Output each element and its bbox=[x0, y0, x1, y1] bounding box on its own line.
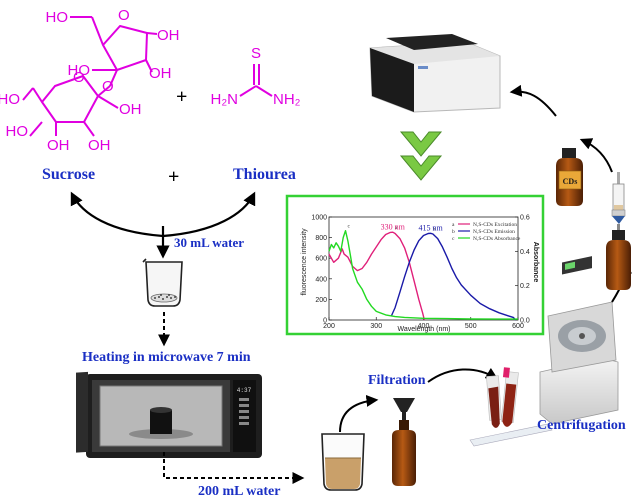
y2-tick-label: 0.2 bbox=[520, 283, 530, 290]
x-tick-label: 400 bbox=[418, 323, 430, 330]
centrifuge-machine bbox=[539, 256, 619, 425]
dashed-arrow-right bbox=[163, 452, 305, 484]
x-tick-label: 200 bbox=[323, 323, 335, 330]
series-line-c bbox=[328, 229, 518, 320]
x-tick-label: 500 bbox=[465, 323, 477, 330]
arrow-to-filtration bbox=[339, 394, 379, 433]
arrow-to-centrifuge bbox=[427, 367, 499, 383]
series-line-b bbox=[390, 232, 517, 321]
thiourea-group: S bbox=[251, 45, 261, 62]
bottle-after-filter bbox=[606, 230, 631, 290]
chart-annotations: 330 nm 415 nm bbox=[381, 222, 444, 232]
sucrose-group: OH bbox=[88, 137, 111, 154]
y-tick-label: 800 bbox=[315, 235, 327, 242]
sucrose-group: O bbox=[102, 78, 114, 95]
merge-arrows bbox=[70, 191, 256, 259]
microwave-oven: 4:37 bbox=[76, 371, 262, 458]
y-tick-label: 200 bbox=[315, 297, 327, 304]
sucrose-label: Sucrose bbox=[42, 166, 96, 183]
plus-sign: + bbox=[168, 166, 180, 188]
chart-legend: a N,S-CDs Excitation b N,S-CDs Emission c N,S… bbox=[452, 222, 521, 242]
centrifuge-tubes bbox=[469, 367, 553, 447]
y-tick-label: 600 bbox=[315, 256, 327, 263]
peak-label: 330 nm bbox=[381, 222, 406, 231]
sucrose-group: OH bbox=[47, 137, 70, 154]
legend-entry: N,S-CDs Absorbance bbox=[473, 236, 521, 242]
spectrometer bbox=[369, 34, 501, 113]
beaker-small bbox=[142, 258, 183, 307]
sucrose-group: HO bbox=[46, 9, 69, 26]
cds-bottle-label: CDs bbox=[563, 177, 578, 186]
double-chevron-down-icon bbox=[399, 131, 443, 181]
thiourea-label: Thiourea bbox=[233, 166, 296, 183]
series-key-a: a bbox=[395, 225, 398, 231]
legend-entry: N,S-CDs Excitation bbox=[473, 222, 517, 228]
filtration-label: Filtration bbox=[368, 373, 426, 388]
heating-label: Heating in microwave 7 min bbox=[82, 350, 251, 365]
legend-key: b bbox=[452, 229, 455, 235]
filtration-bottle bbox=[392, 398, 416, 486]
sucrose-group: HO bbox=[0, 91, 20, 108]
y2-tick-label: 0.0 bbox=[520, 318, 530, 325]
thiourea-structure: S H₂N NH₂ bbox=[211, 45, 301, 108]
cds-bottle: CDs bbox=[556, 148, 583, 206]
chart-frame bbox=[285, 194, 545, 336]
arrow-to-cds-bottle bbox=[579, 138, 613, 173]
sucrose-group: OH bbox=[157, 27, 180, 44]
x-tick-label: 300 bbox=[370, 323, 382, 330]
thiourea-group: H₂N bbox=[211, 91, 239, 108]
water-200ml-label: 200 mL water bbox=[198, 484, 281, 499]
sucrose-group: HO bbox=[6, 123, 29, 140]
series-line-a bbox=[328, 231, 426, 321]
y2-tick-label: 0.6 bbox=[520, 215, 530, 222]
microwave-display: 4:37 bbox=[237, 387, 252, 394]
beaker-large bbox=[321, 433, 365, 491]
peak-label: 415 nm bbox=[418, 223, 443, 232]
series-key-c: c bbox=[348, 224, 351, 230]
legend-key: c bbox=[452, 236, 455, 242]
sucrose-group: OH bbox=[149, 65, 172, 82]
plus-sign: + bbox=[176, 86, 188, 108]
y-tick-label: 400 bbox=[315, 276, 327, 283]
y-tick-label: 0 bbox=[323, 318, 327, 325]
y-tick-label: 1000 bbox=[311, 215, 327, 222]
y-axis-label: fluorescence intensity bbox=[301, 228, 308, 296]
legend-key: a bbox=[452, 222, 455, 228]
x-tick-label: 600 bbox=[512, 323, 524, 330]
sucrose-group: OH bbox=[119, 101, 142, 118]
arrow-to-spectrometer bbox=[509, 84, 557, 117]
sucrose-group: HO bbox=[68, 62, 91, 79]
legend-entry: N,S-CDs Emission bbox=[473, 229, 515, 235]
x-axis-label: Wavelength (nm) bbox=[397, 326, 450, 333]
series-key-b: b bbox=[433, 226, 436, 232]
centrifugation-label: Centrifugation bbox=[537, 418, 626, 433]
y2-axis-label: Absorbance bbox=[532, 242, 539, 283]
thiourea-group: NH₂ bbox=[273, 91, 301, 108]
sucrose-structure: HO O OH HO O HO O OH HO OH OH OH bbox=[0, 7, 180, 154]
sucrose-group: O bbox=[73, 69, 85, 86]
sucrose-group: O bbox=[118, 7, 130, 24]
water-30ml-label: 30 mL water bbox=[174, 235, 245, 250]
y2-tick-label: 0.4 bbox=[520, 249, 530, 256]
syringe-filter bbox=[611, 172, 626, 230]
